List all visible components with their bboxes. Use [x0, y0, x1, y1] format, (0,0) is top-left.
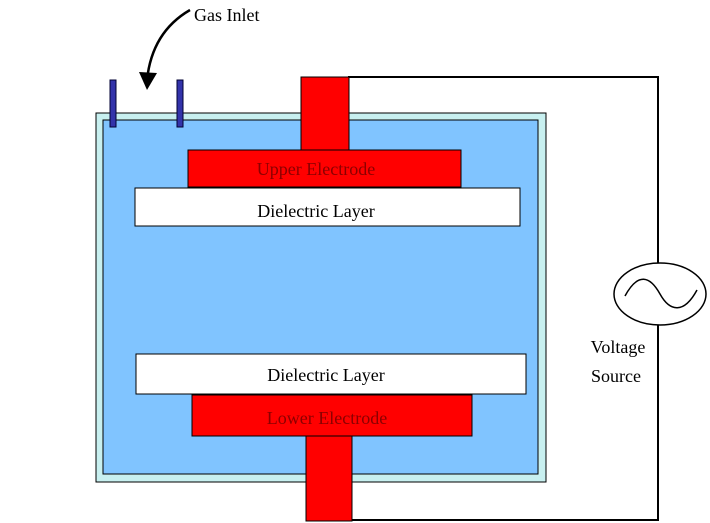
gas-inlet-label: Gas Inlet [194, 5, 259, 25]
curved-arrow-down-icon [139, 8, 191, 90]
upper-dielectric-label: Dielectric Layer [257, 201, 374, 221]
upper-dielectric-layer [134, 187, 521, 227]
lower-dielectric-label: Dielectric Layer [267, 365, 384, 385]
voltage-source-label-line2: Source [591, 366, 641, 386]
upper-electrode [187, 149, 462, 188]
ac-sine-wave-icon [613, 262, 707, 326]
upper-wire [348, 76, 659, 264]
circuit-wires [348, 76, 659, 521]
lower-dielectric-layer [135, 353, 527, 395]
upper-electrode-label: Upper Electrode [257, 159, 375, 179]
lower-electrode-stem [305, 435, 353, 522]
lower-electrode [191, 394, 473, 437]
gas-inlet-post-left [109, 79, 117, 128]
lower-wire [352, 324, 659, 521]
gas-inlet-post-right [176, 79, 184, 128]
lower-electrode-label: Lower Electrode [267, 408, 387, 428]
upper-electrode-stem [300, 76, 350, 151]
voltage-source-label-line1: Voltage [591, 337, 646, 357]
